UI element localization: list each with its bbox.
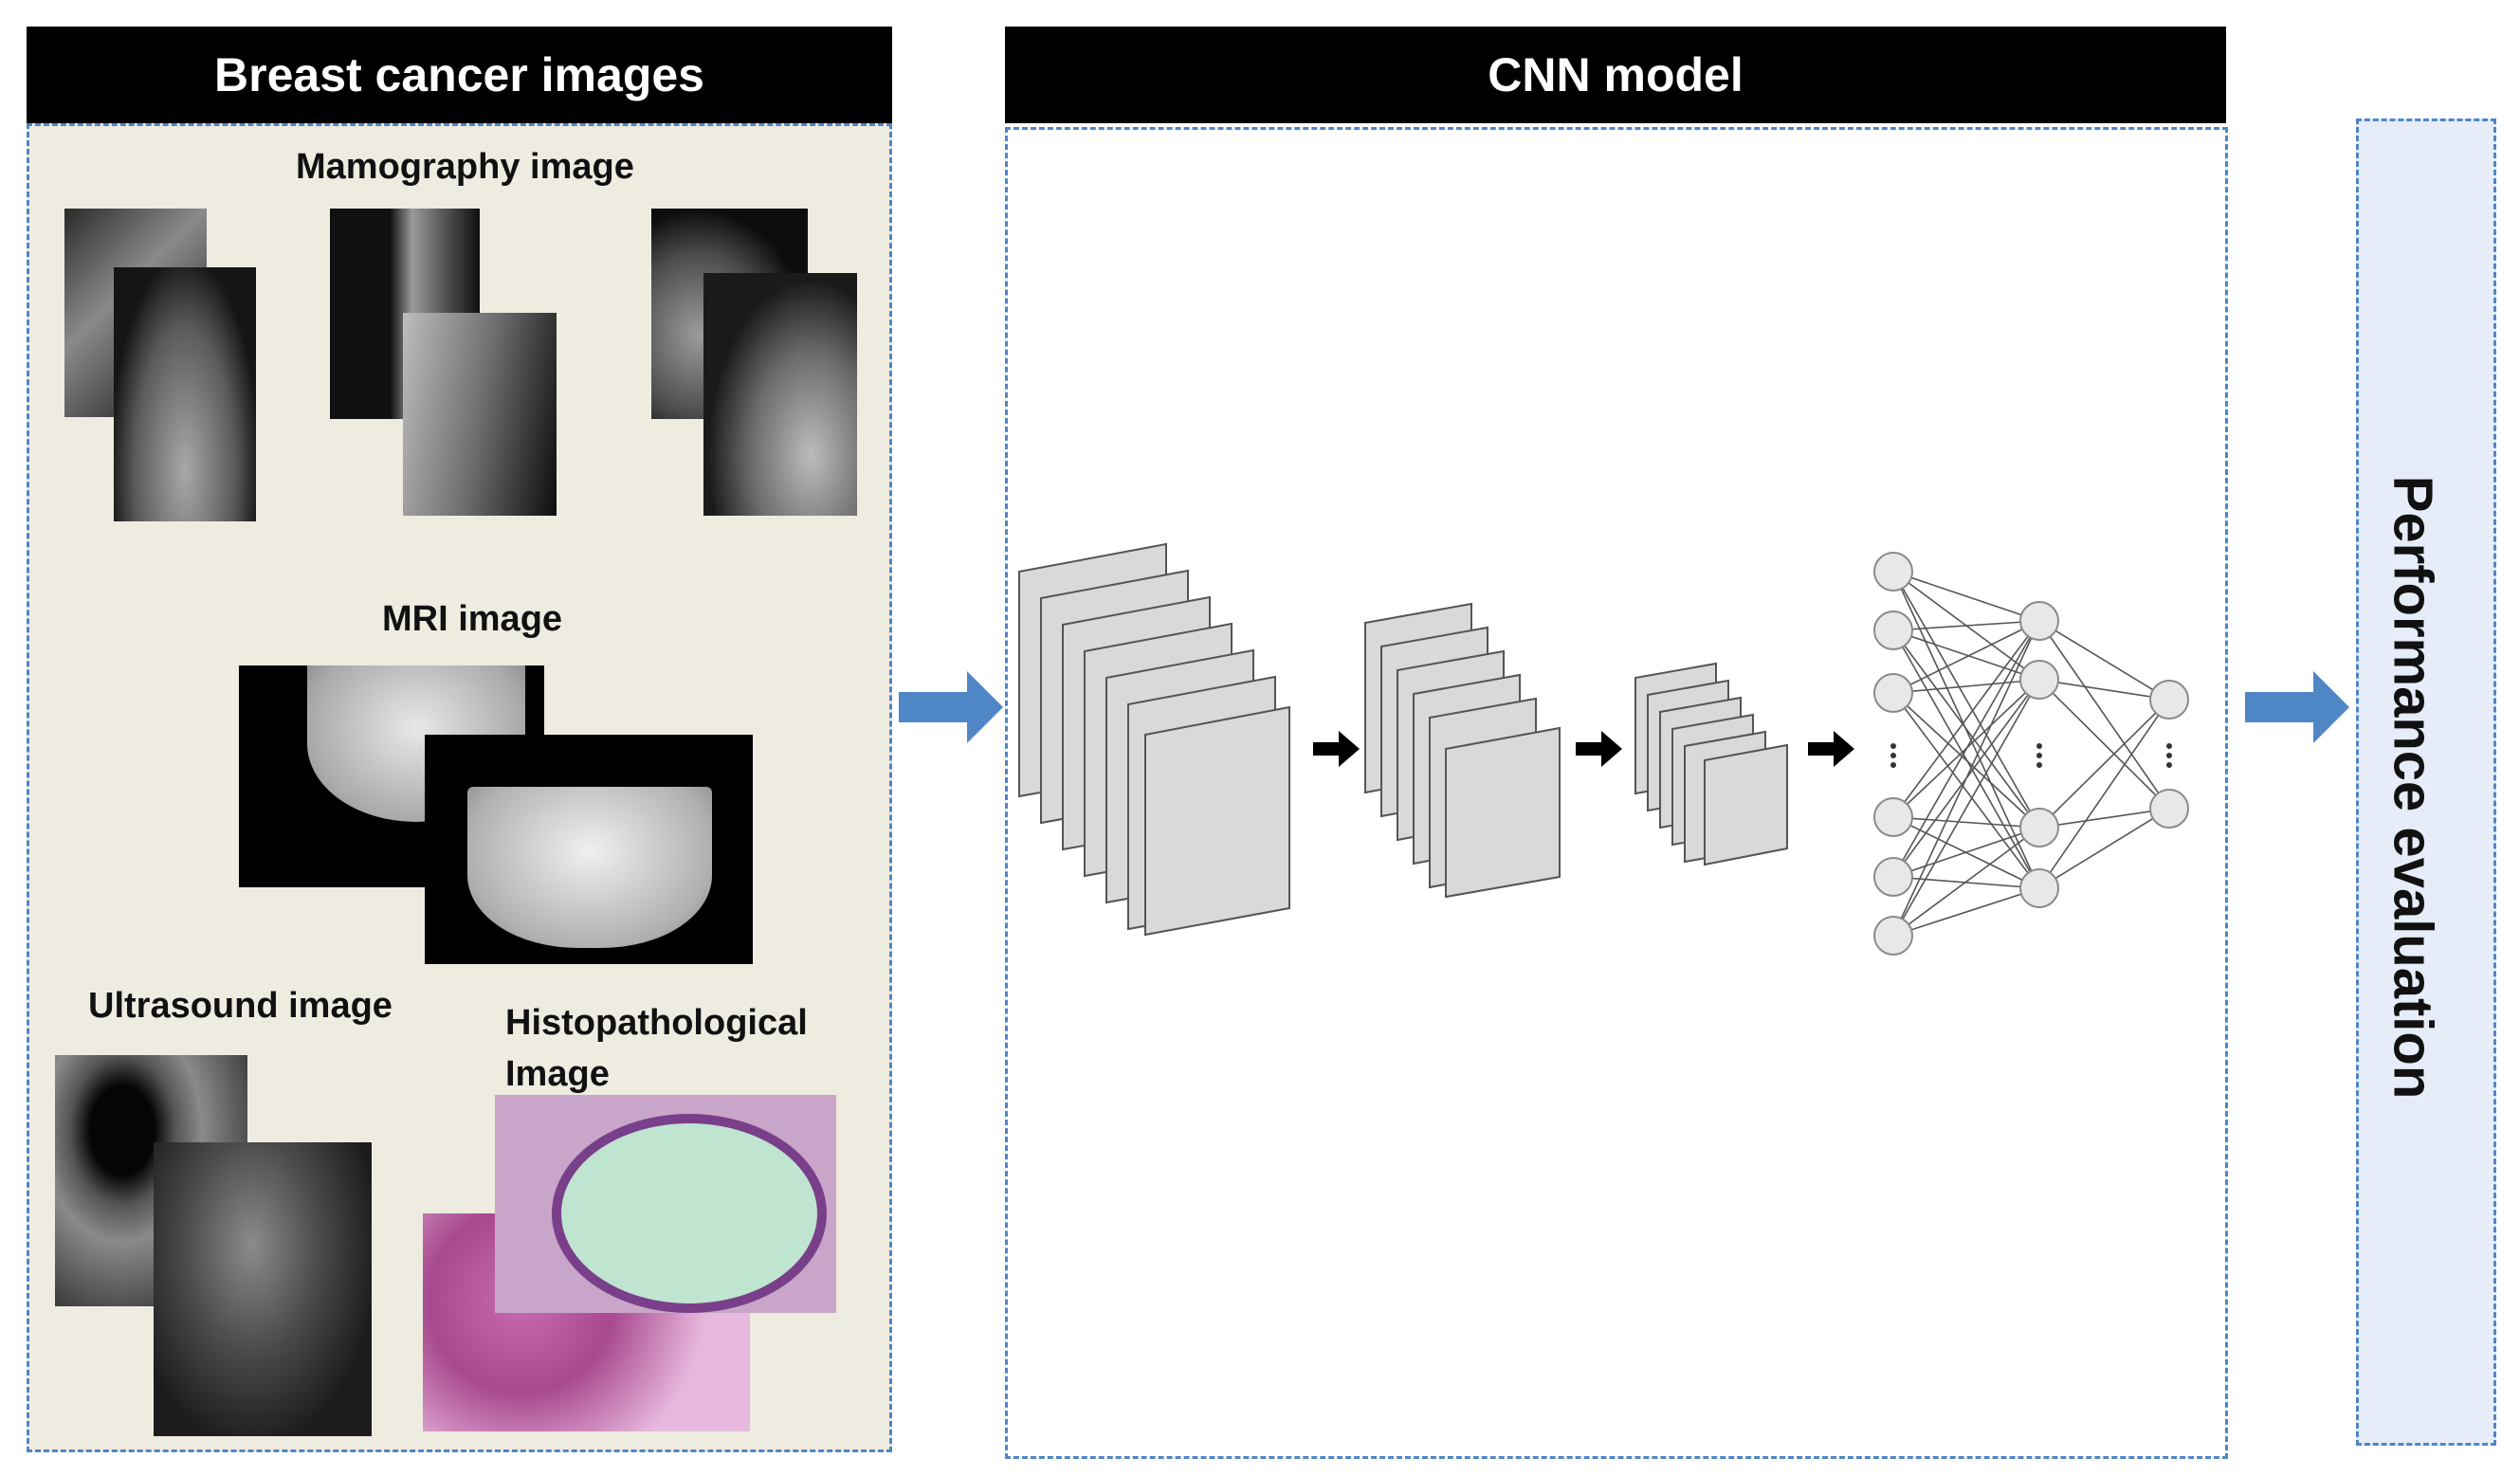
flow-arrow-icon (2245, 671, 2349, 743)
neuron (1873, 797, 1913, 837)
histopathological-label-line1: Histopathological (505, 1003, 808, 1043)
ultrasound-image-2 (154, 1142, 372, 1436)
neuron (1873, 610, 1913, 650)
flow-arrow-icon (899, 671, 1003, 743)
neuron (1873, 552, 1913, 592)
mammography-label: Mamography image (296, 147, 634, 187)
ultrasound-label: Ultrasound image (88, 986, 393, 1026)
small-arrow-icon (1808, 731, 1854, 767)
fc-output-layer (2149, 680, 2189, 829)
feature-map-stack-1 (1018, 542, 1290, 937)
fc-input-layer (1873, 552, 1913, 956)
mammography-image-3b (703, 273, 857, 516)
fc-connections (1892, 571, 2170, 937)
performance-panel (2356, 118, 2496, 1446)
small-arrow-icon (1576, 731, 1622, 767)
neuron (2019, 601, 2059, 641)
fc-hidden-layer (2019, 601, 2059, 908)
neuron (1873, 673, 1913, 713)
neuron (2019, 868, 2059, 908)
histopathology-image-2 (495, 1095, 836, 1313)
mri-label: MRI image (382, 599, 563, 639)
feature-map-stack-2 (1364, 602, 1561, 899)
neuron (1873, 857, 1913, 897)
histopathological-label-line2: Image (505, 1054, 610, 1094)
feature-map-stack-3 (1634, 662, 1788, 866)
neuron (1873, 916, 1913, 956)
model-panel-title: CNN model (1488, 48, 1744, 101)
mammography-image-1b (114, 267, 256, 521)
neuron (2149, 789, 2189, 829)
ellipsis-icon (1890, 743, 2172, 768)
mri-image-2 (425, 735, 753, 964)
input-panel-title: Breast cancer images (214, 48, 704, 101)
histopathological-label: Histopathological Image (505, 997, 808, 1100)
model-panel-header: CNN model (1005, 27, 2226, 123)
mammography-image-2b (403, 313, 557, 516)
neuron (2149, 680, 2189, 720)
neuron (2019, 660, 2059, 700)
small-arrow-icon (1313, 731, 1360, 767)
input-panel-header: Breast cancer images (27, 27, 892, 123)
neuron (2019, 808, 2059, 847)
